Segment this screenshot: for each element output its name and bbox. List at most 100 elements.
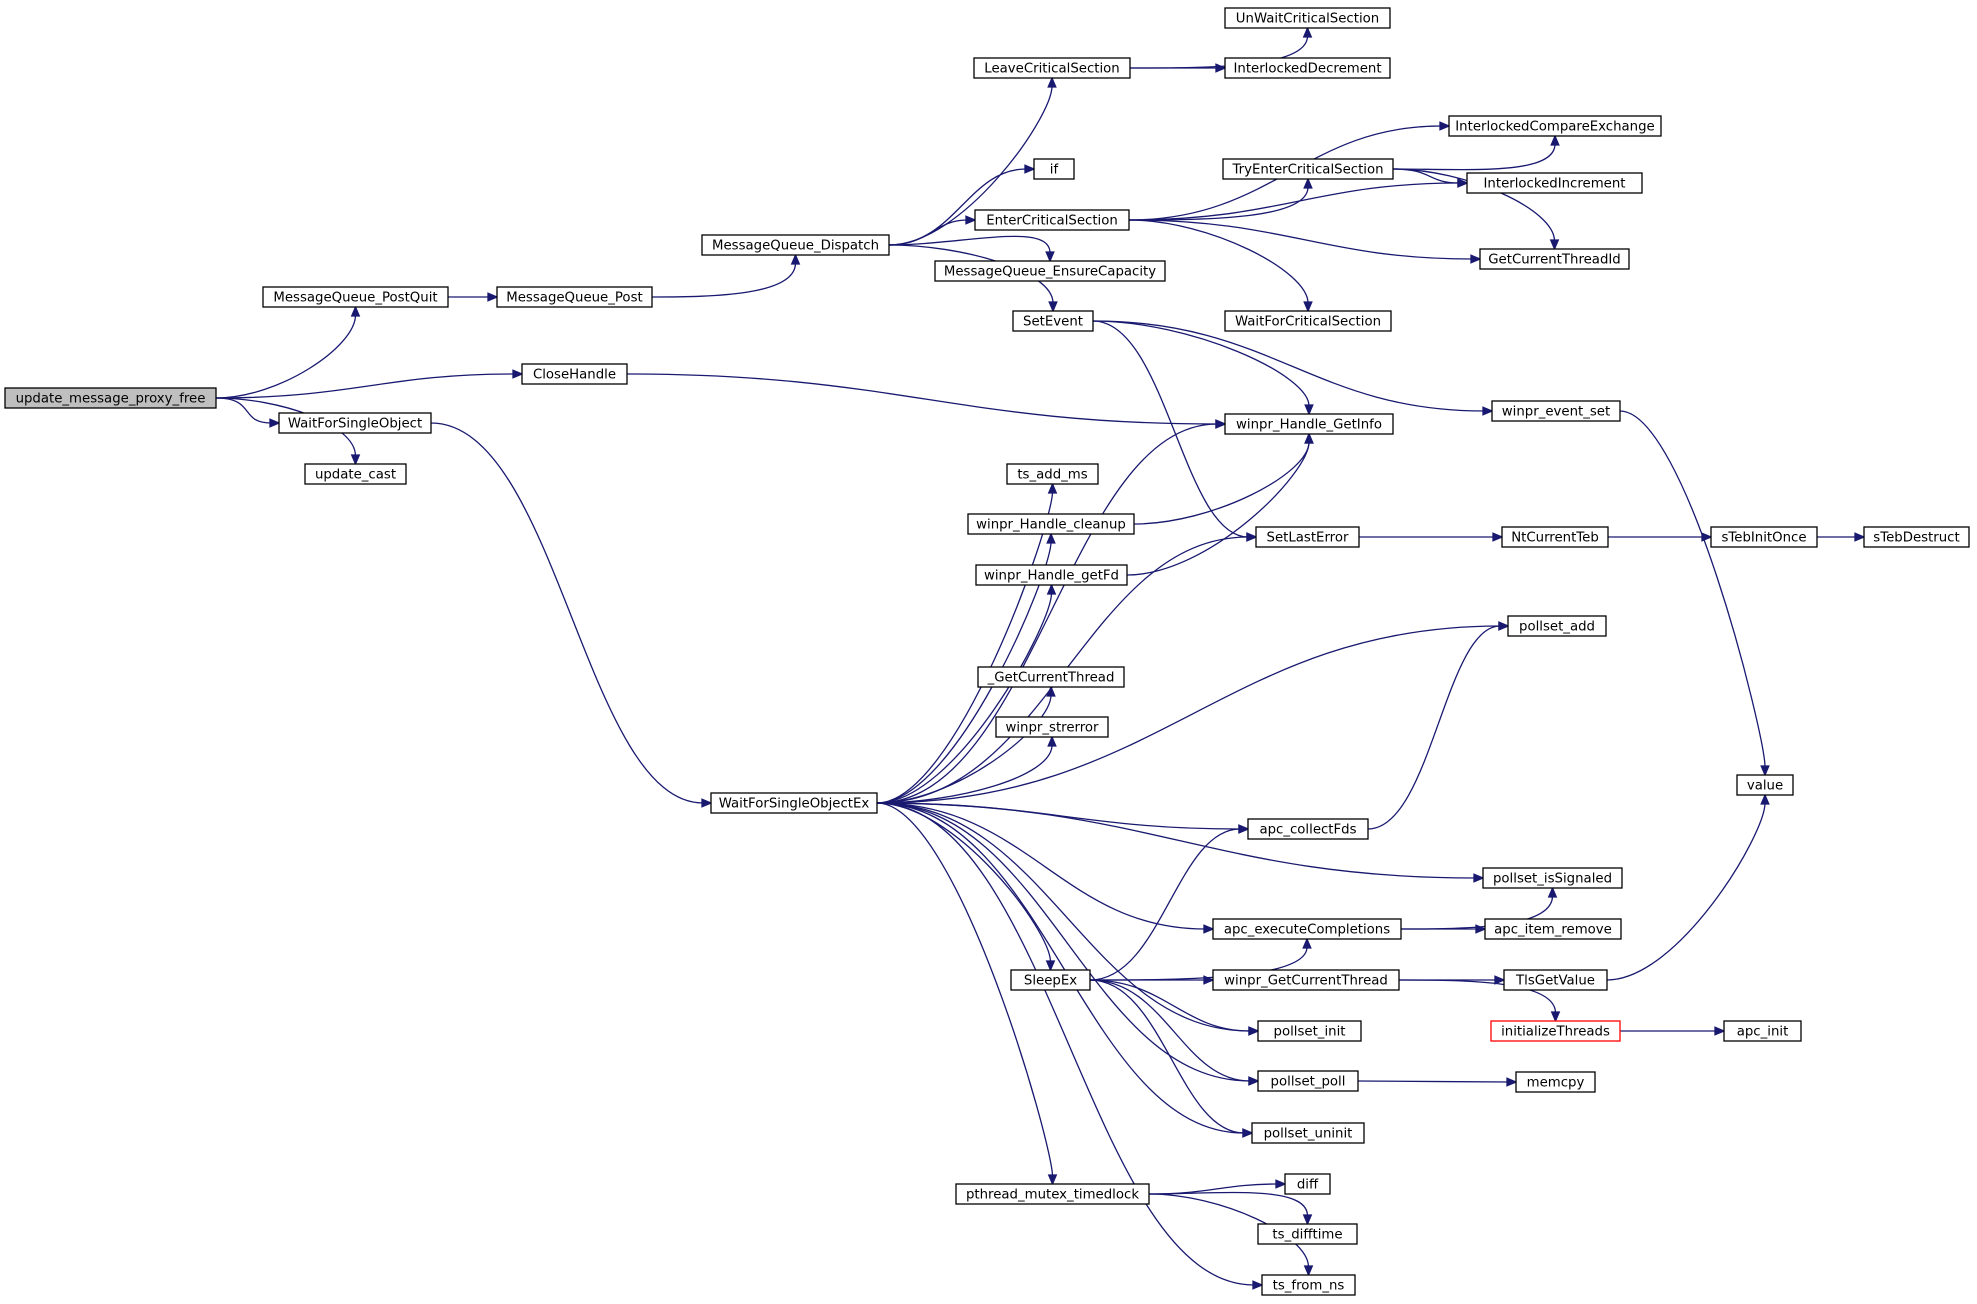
node-WaitForSingleObject[interactable]: WaitForSingleObject (278, 412, 432, 434)
node-MessageQueue_EnsureCapacity[interactable]: MessageQueue_EnsureCapacity (934, 260, 1166, 282)
node-ts_add_ms[interactable]: ts_add_ms (1006, 463, 1099, 485)
edge-WaitForSingleObjectEx-to-apc_collectFds (876, 802, 1250, 834)
node-SetLastError[interactable]: SetLastError (1255, 526, 1360, 548)
node-label: TryEnterCriticalSection (1231, 163, 1383, 178)
node-apc_init[interactable]: apc_init (1723, 1020, 1802, 1042)
node-update_message_proxy_free[interactable]: update_message_proxy_free (4, 387, 217, 409)
node-label: apc_init (1737, 1025, 1789, 1040)
node-box (977, 666, 1125, 688)
edge-EnterCriticalSection-to-TryEnterCriticalSection (1128, 177, 1313, 221)
node-CloseHandle[interactable]: CloseHandle (521, 363, 628, 385)
edge-WaitForSingleObjectEx-to-winpr_Handle_getFd (876, 583, 1057, 804)
edge-line (876, 802, 1251, 1082)
node-label: GetCurrentThreadId (1488, 253, 1621, 268)
node-box (1006, 463, 1099, 485)
node-box (701, 234, 890, 256)
node-_GetCurrentThread[interactable]: _GetCurrentThread (977, 666, 1125, 688)
edge-line (876, 802, 1054, 1177)
node-box (975, 564, 1128, 586)
node-winpr_GetCurrentThread[interactable]: winpr_GetCurrentThread (1212, 969, 1400, 991)
node-initializeThreads[interactable]: initializeThreads (1490, 1020, 1621, 1042)
node-pthread_mutex_timedlock[interactable]: pthread_mutex_timedlock (955, 1183, 1150, 1205)
node-label: winpr_Handle_GetInfo (1236, 418, 1382, 433)
node-winpr_strerror[interactable]: winpr_strerror (995, 716, 1109, 738)
node-ts_from_ns[interactable]: ts_from_ns (1261, 1274, 1356, 1296)
node-GetCurrentThreadId[interactable]: GetCurrentThreadId (1479, 248, 1630, 270)
node-ts_difftime[interactable]: ts_difftime (1257, 1223, 1358, 1245)
node-winpr_event_set[interactable]: winpr_event_set (1491, 400, 1621, 422)
arrowhead-icon (1547, 886, 1558, 898)
arrowhead-icon (1714, 1026, 1726, 1036)
edge-line (1089, 979, 1251, 1032)
node-box (1212, 969, 1400, 991)
arrowhead-icon (1275, 1179, 1287, 1189)
node-pollset_init[interactable]: pollset_init (1257, 1020, 1362, 1042)
arrowhead-icon (1248, 1026, 1260, 1036)
node-InterlockedDecrement[interactable]: InterlockedDecrement (1224, 57, 1391, 79)
node-box (1257, 1020, 1362, 1042)
arrowhead-icon (350, 454, 361, 466)
node-WaitForSingleObjectEx[interactable]: WaitForSingleObjectEx (710, 792, 878, 814)
node-label: InterlockedIncrement (1484, 177, 1626, 192)
node-update_cast[interactable]: update_cast (304, 463, 407, 485)
edge-line (1128, 182, 1460, 221)
node-InterlockedIncrement[interactable]: InterlockedIncrement (1466, 172, 1643, 194)
node-SleepEx[interactable]: SleepEx (1010, 969, 1091, 991)
edge-line (1092, 320, 1485, 412)
node-value[interactable]: value (1736, 774, 1794, 796)
node-label: MessageQueue_Post (506, 291, 642, 306)
node-MessageQueue_Post[interactable]: MessageQueue_Post (496, 286, 653, 308)
edge-CloseHandle-to-winpr_Handle_GetInfo (626, 373, 1227, 429)
node-memcpy[interactable]: memcpy (1515, 1071, 1596, 1093)
node-box (1010, 969, 1091, 991)
edge-WaitForSingleObjectEx-to-apc_executeCompletions (876, 802, 1215, 934)
node-label: WaitForSingleObject (288, 417, 422, 432)
node-pollset_isSignaled[interactable]: pollset_isSignaled (1482, 867, 1623, 889)
node-label: WaitForSingleObjectEx (719, 797, 870, 812)
node-MessageQueue_PostQuit[interactable]: MessageQueue_PostQuit (262, 286, 449, 308)
node-SetEvent[interactable]: SetEvent (1012, 310, 1094, 332)
edge-line (1357, 1080, 1509, 1083)
node-sTebDestruct[interactable]: sTebDestruct (1863, 526, 1970, 548)
node-box (1257, 1070, 1359, 1092)
node-box (995, 716, 1109, 738)
node-apc_collectFds[interactable]: apc_collectFds (1247, 818, 1369, 840)
node-apc_executeCompletions[interactable]: apc_executeCompletions (1212, 918, 1402, 940)
arrowhead-icon (701, 798, 713, 808)
node-label: WaitForCriticalSection (1235, 315, 1381, 330)
arrowhead-icon (1303, 1265, 1314, 1277)
node-label: _GetCurrentThread (987, 671, 1115, 686)
node-TryEnterCriticalSection[interactable]: TryEnterCriticalSection (1222, 158, 1394, 180)
node-winpr_Handle_getFd[interactable]: winpr_Handle_getFd (975, 564, 1128, 586)
node-sTebInitOnce[interactable]: sTebInitOnce (1710, 526, 1818, 548)
node-label: pollset_uninit (1264, 1127, 1353, 1142)
node-InterlockedCompareExchange[interactable]: InterlockedCompareExchange (1448, 115, 1662, 137)
node-if[interactable]: if (1033, 158, 1075, 180)
node-NtCurrentTeb[interactable]: NtCurrentTeb (1501, 526, 1609, 548)
node-winpr_Handle_cleanup[interactable]: winpr_Handle_cleanup (967, 513, 1135, 535)
node-pollset_poll[interactable]: pollset_poll (1257, 1070, 1359, 1092)
arrowhead-icon (1549, 239, 1560, 251)
arrowhead-icon (512, 369, 524, 379)
edge-SleepEx-to-pollset_uninit (1089, 979, 1254, 1138)
node-label: winpr_strerror (1005, 721, 1099, 736)
edge-pthread_mutex_timedlock-to-diff (1148, 1179, 1287, 1195)
node-EnterCriticalSection[interactable]: EnterCriticalSection (974, 209, 1130, 231)
edge-line (1392, 143, 1556, 171)
node-pollset_add[interactable]: pollset_add (1507, 615, 1607, 637)
node-box (304, 463, 407, 485)
node-diff[interactable]: diff (1284, 1173, 1331, 1195)
node-pollset_uninit[interactable]: pollset_uninit (1251, 1122, 1365, 1144)
node-TlsGetValue[interactable]: TlsGetValue (1503, 969, 1608, 991)
node-UnWaitCriticalSection[interactable]: UnWaitCriticalSection (1224, 7, 1391, 29)
node-WaitForCriticalSection[interactable]: WaitForCriticalSection (1224, 310, 1392, 332)
node-winpr_Handle_GetInfo[interactable]: winpr_Handle_GetInfo (1224, 413, 1394, 435)
node-MessageQueue_Dispatch[interactable]: MessageQueue_Dispatch (701, 234, 890, 256)
node-label: NtCurrentTeb (1511, 531, 1599, 546)
node-LeaveCriticalSection[interactable]: LeaveCriticalSection (973, 57, 1131, 79)
node-apc_item_remove[interactable]: apc_item_remove (1484, 918, 1622, 940)
node-label: if (1050, 163, 1059, 178)
node-box (1224, 57, 1391, 79)
edge-update_message_proxy_free-to-WaitForSingleObject (215, 397, 281, 428)
